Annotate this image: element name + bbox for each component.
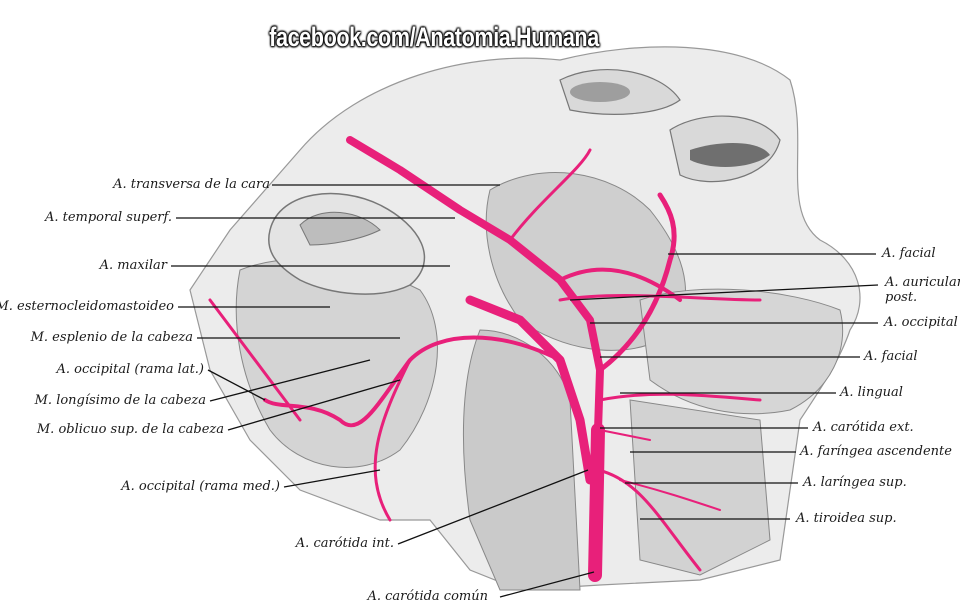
- nostril: [570, 82, 630, 102]
- leader-line: [283, 469, 381, 488]
- label-ascending-pharyngeal: A. faríngea ascendente: [800, 444, 952, 459]
- label-occipital-lateral-branch: A. occipital (rama lat.): [56, 362, 204, 377]
- facial-artery: [597, 192, 677, 373]
- maxillary-artery: [558, 267, 682, 302]
- leader-line: [397, 469, 589, 545]
- label-sternocleidomastoid: M. esternocleidomastoideo: [0, 299, 174, 314]
- leader-line: [227, 379, 401, 431]
- ear-inner: [299, 211, 381, 246]
- label-superficial-temporal-artery: A. temporal superf.: [44, 210, 172, 225]
- ascending-pharyngeal-artery: [599, 429, 651, 441]
- transverse-facial-artery: [508, 148, 592, 242]
- label-longissimus-capitis: M. longísimo de la cabeza: [34, 393, 206, 408]
- label-external-carotid: A. carótida ext.: [813, 420, 914, 435]
- label-occipital-artery: A. occipital: [884, 315, 958, 330]
- external-carotid-artery: [346, 136, 604, 434]
- label-facial-artery-upper: A. facial: [882, 246, 936, 261]
- label-posterior-auricular-abbr: post.: [885, 290, 918, 305]
- watermark: facebook.com/Anatomia.Humana: [269, 22, 599, 52]
- label-splenius-capitis: M. esplenio de la cabeza: [30, 330, 193, 345]
- leader-line: [569, 284, 879, 301]
- leader-line: [209, 359, 371, 402]
- neck-artery-branch: [208, 298, 302, 422]
- label-lingual-artery: A. lingual: [840, 385, 903, 400]
- occipital-medial-branch: [373, 358, 412, 522]
- throat-muscles: [629, 399, 771, 576]
- label-obliquus-capitis-superior: M. oblicuo sup. de la cabeza: [36, 422, 224, 437]
- label-maxillary-artery: A. maxilar: [99, 258, 167, 273]
- arteries: [208, 136, 762, 582]
- leader-lines: [171, 184, 879, 598]
- label-facial-artery-lower: A. facial: [864, 349, 918, 364]
- label-internal-carotid: A. carótida int.: [295, 536, 394, 551]
- neck-muscles: [462, 329, 581, 591]
- label-common-carotid: A. carótida común: [367, 589, 489, 604]
- label-transverse-facial-artery: A. transversa de la cara: [113, 177, 270, 192]
- label-superior-laryngeal: A. laríngea sup.: [803, 475, 907, 490]
- label-superior-thyroid: A. tiroidea sup.: [796, 511, 897, 526]
- superior-thyroid-artery: [596, 468, 702, 572]
- common-carotid-artery: [588, 423, 605, 582]
- lingual-artery: [598, 392, 762, 402]
- leader-line: [499, 571, 595, 598]
- leader-line: [207, 369, 266, 401]
- label-posterior-auricular: A. auricular: [885, 275, 960, 290]
- label-occipital-medial-branch: A. occipital (rama med.): [121, 479, 280, 494]
- mouth-opening: [690, 143, 770, 167]
- mandible-region: [639, 288, 844, 415]
